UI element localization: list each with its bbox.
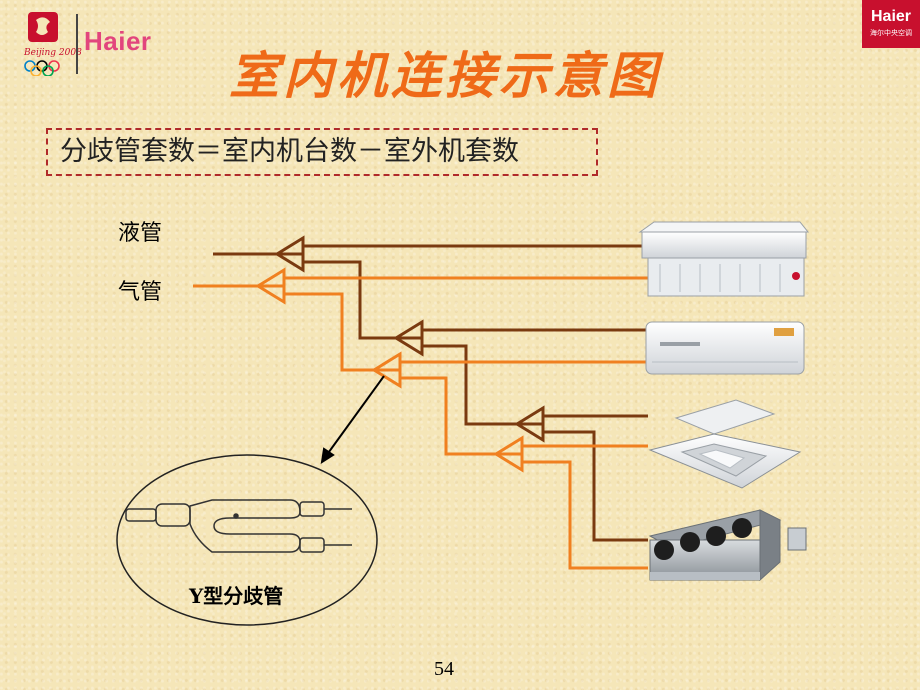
gas-branch-3 [493,435,524,473]
liquid-y-branch-markers [274,235,545,443]
liquid-branch-3 [514,405,545,443]
liquid-pipe-branch1 [303,260,422,340]
gas-pipe-branch1 [284,292,400,372]
page-number: 54 [434,658,454,680]
beijing-olympic-haier-logo: Beijing 2008 Haier [18,10,178,76]
indoor-unit-duct-fan-icon [648,509,807,582]
gas-pipe-branch2 [400,376,522,456]
beijing-2008-text: Beijing 2008 [24,48,82,58]
logo-divider [76,14,78,74]
gas-pipe-network [193,276,648,570]
page-title: 室内机连接示意图 [229,47,661,105]
formula-text: 分歧管套数＝室内机台数－室外机套数 [60,136,519,167]
liquid-pipe-network [213,244,648,542]
liquid-pipe-label: 液管 [118,221,163,246]
haier-logo-text: Haier [84,26,152,56]
gas-branch-1 [255,267,286,305]
liquid-pipe-branch2 [422,344,543,426]
liquid-branch-2 [393,319,424,357]
indoor-unit-wall-split-icon [645,321,805,375]
y-branch-pipe-drawing [125,499,352,553]
olympic-emblem-icon [24,12,60,76]
liquid-branch-1 [274,235,305,273]
haier-corner-brand: Haier [870,8,912,25]
formula-box: 分歧管套数＝室内机台数－室外机套数 [46,128,598,176]
haier-corner-logo: Haier 海尔中央空调 [862,0,920,48]
haier-corner-subtitle: 海尔中央空调 [870,29,912,37]
detail-ellipse [116,454,378,626]
y-branch-detail [116,454,378,626]
y-branch-label: Y型分歧管 [189,584,284,608]
gas-y-branch-markers [255,267,524,473]
gas-pipe-label: 气管 [118,280,163,305]
indoor-unit-ceiling-duct-icon [638,221,810,297]
gas-branch-2 [371,351,402,389]
liquid-pipe-to-unit4 [543,430,648,542]
detail-pointer-arrow [320,375,385,465]
gas-pipe-to-unit4 [522,460,648,570]
indoor-unit-cassette-icon [648,399,802,489]
